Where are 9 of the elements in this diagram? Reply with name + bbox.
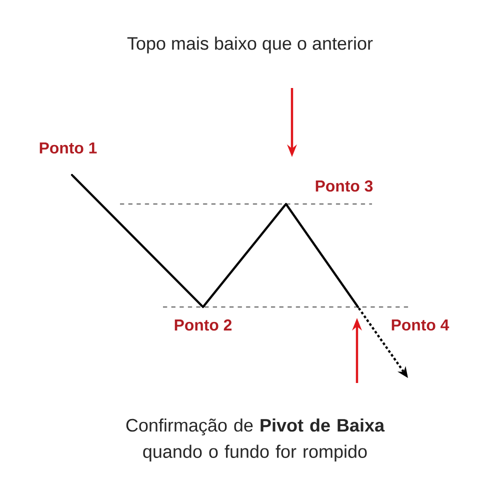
point-label: Ponto 3 (316, 180, 373, 192)
price-line (72, 174, 204, 308)
caption: Confirmação de Pivot de Baixa quando o fundo for rompido (126, 418, 385, 462)
price-line (202, 204, 286, 308)
title: Topo mais baixo que o anterior (127, 36, 373, 54)
point-label: Ponto 2 (174, 319, 232, 331)
point-label: Ponto 4 (392, 319, 450, 331)
point-label: Ponto 1 (40, 142, 97, 154)
price-line (286, 204, 358, 307)
